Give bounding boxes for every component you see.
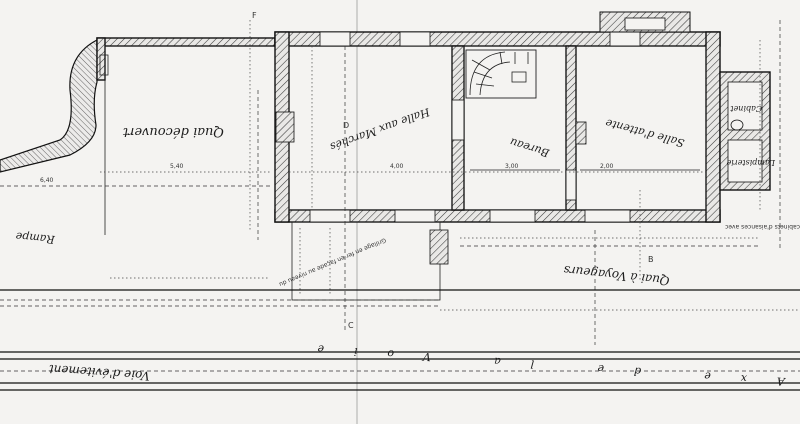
track-lines (0, 289, 800, 391)
label-lampisterie: Lampisterie (726, 158, 776, 167)
dim-text-2: 5,40 (170, 163, 184, 170)
label-rampe: Rampe (15, 230, 57, 246)
chimney-top (599, 11, 691, 33)
label-quai-voyageurs: Quai à Voyageurs (563, 263, 670, 288)
label-salle: Salle d'attente (604, 116, 686, 150)
label-grillage: Grillage en fer en façade au niveau du (278, 236, 387, 288)
staircase (465, 49, 537, 99)
label-bureau: Bureau (508, 135, 552, 160)
marker-f: F (252, 11, 257, 20)
marker-b: B (648, 255, 654, 264)
stove (575, 121, 587, 145)
dim-text-3: 3,00 (505, 163, 519, 170)
label-axe-voie: Axe de la Voie (287, 340, 786, 388)
dim-text-5: 4,00 (390, 163, 404, 170)
lower-courtyard (291, 221, 449, 301)
halle-pillar (275, 111, 295, 143)
dim-text-1: 6,40 (40, 177, 54, 184)
marker-c: C (348, 321, 354, 330)
building-walls (274, 31, 721, 223)
annex-cabinet-lampisterie (719, 71, 771, 191)
label-note-right: cabinets d'aisances avec (725, 223, 800, 230)
dimension-lines (0, 20, 800, 345)
ramp-curved-wall (0, 39, 98, 173)
label-quai-decouvert: Quai découvert (122, 124, 224, 139)
dim-text-4: 2,00 (600, 163, 614, 170)
marker-d: D (343, 121, 349, 130)
label-voie-evitement: Voie d'évitement (48, 362, 150, 383)
label-cabinet: Cabinet (730, 104, 762, 113)
